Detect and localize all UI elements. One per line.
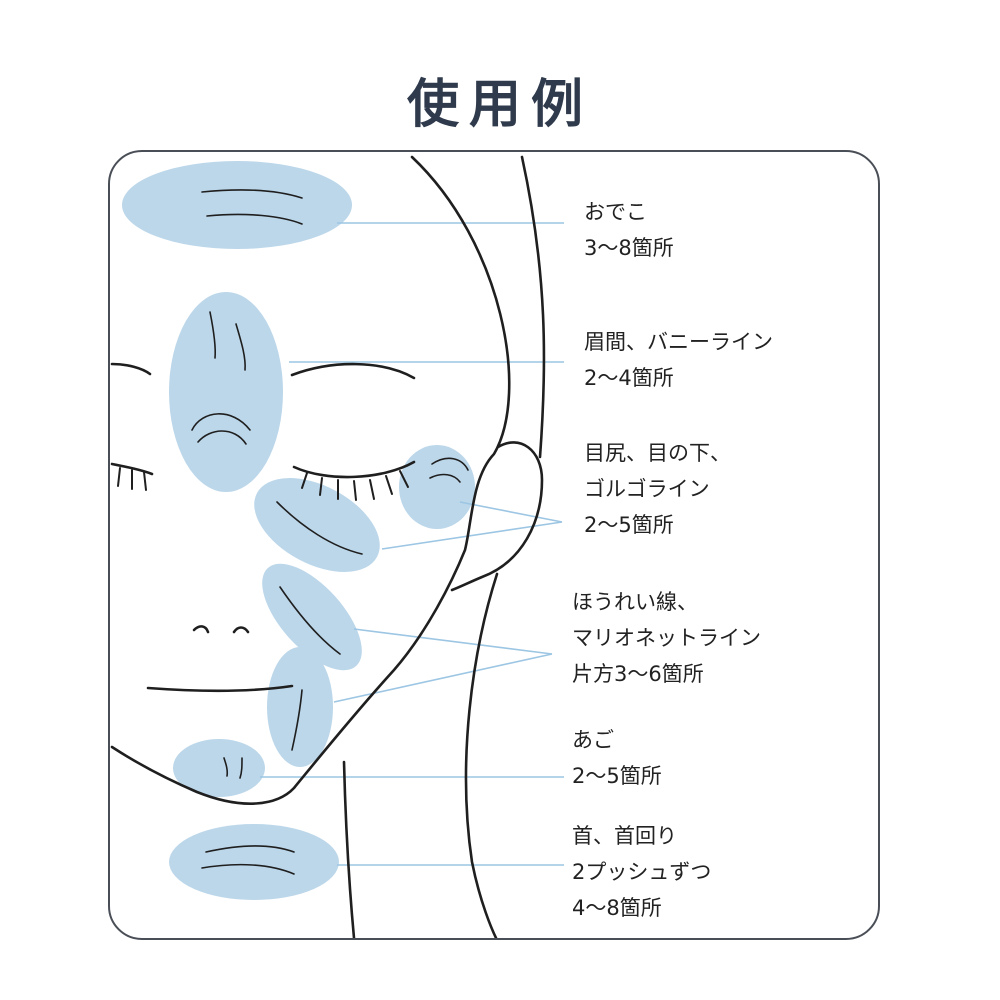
nasolabial-zone [262,563,362,671]
chin-zone [173,739,265,797]
eye-left [110,462,154,476]
face-outline [110,155,511,805]
mouth [146,684,294,693]
label-neck: 首、首回り 2プッシュずつ 4〜8箇所 [572,824,712,920]
wrinkles [191,189,469,875]
eyelashes-left [117,467,147,491]
illustration-frame [108,150,880,940]
label-chin: あご 2〜5箇所 [572,728,662,788]
forehead-zone [122,161,352,249]
face-illustration [110,155,564,938]
eye-right [292,460,416,479]
neck-front [342,760,356,938]
label-eye: 目尻、目の下、 ゴルゴライン 2〜5箇所 [584,441,731,537]
nose [192,625,250,634]
label-glabella: 眉間、バニーライン 2〜4箇所 [584,330,773,390]
eyebrow-left [110,362,152,376]
page-title: 使用例 [406,75,593,135]
neck-zone [169,824,339,900]
eyebrow-right [290,362,416,380]
eyelashes-right [301,470,409,501]
undereye-zone [254,478,380,572]
label-forehead: おでこ 3〜8箇所 [584,200,674,260]
glabella-zone [169,292,283,492]
hair-back [520,155,546,459]
neck-back [464,572,499,938]
label-nasolabial: ほうれい線、 マリオネットライン 片方3〜6箇所 [572,590,761,686]
ear [450,441,544,592]
crowsfeet-zone [399,445,475,529]
